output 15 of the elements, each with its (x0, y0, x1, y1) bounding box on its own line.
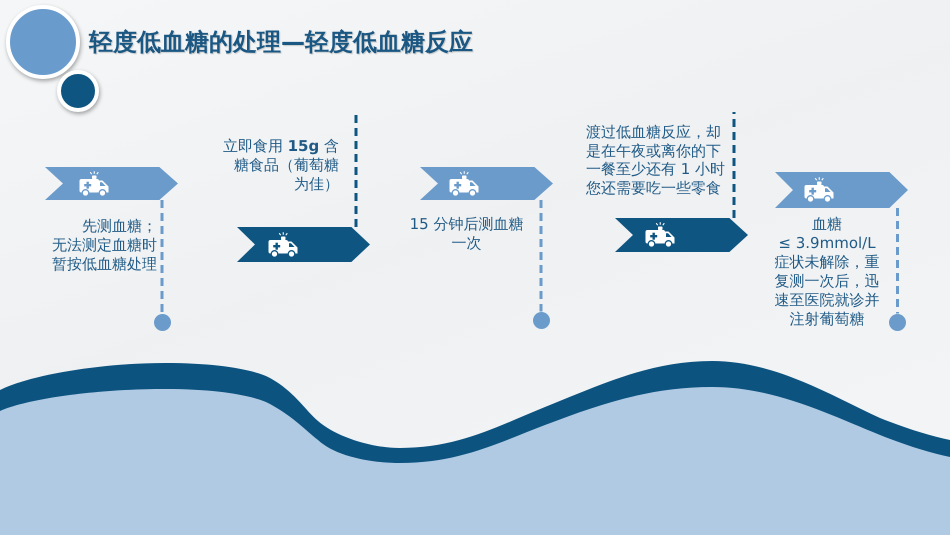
step-text: 无法测定血糖时暂按低血糖处理 (51, 236, 157, 274)
dashed-line (160, 200, 164, 314)
step-text: 渡过低血糖反应，却是在午夜或离你的下一餐至少还有 1 小时您还需要吃一些零食 (586, 123, 726, 198)
step-text: 先测血糖； (81, 217, 157, 236)
dashed-line (540, 200, 542, 312)
step-text: 血糖 ≤ 3.9mmol/L症状未解除，重复测一次后，迅速至医院就诊并注射葡萄糖 (774, 215, 880, 329)
dashed-line (896, 208, 899, 314)
dot-icon (889, 314, 906, 330)
title: 轻度低血糖的处理—轻度低血糖反应 (89, 27, 473, 57)
dashed-line (354, 112, 358, 227)
dashed-line (732, 112, 736, 218)
step-text: 15 分钟后测血糖一次 (408, 215, 524, 253)
step-text: 立即食用 15g 含糖食品（葡萄糖为佳） (222, 137, 339, 194)
dot-icon (154, 314, 170, 330)
dot-icon (532, 312, 550, 328)
